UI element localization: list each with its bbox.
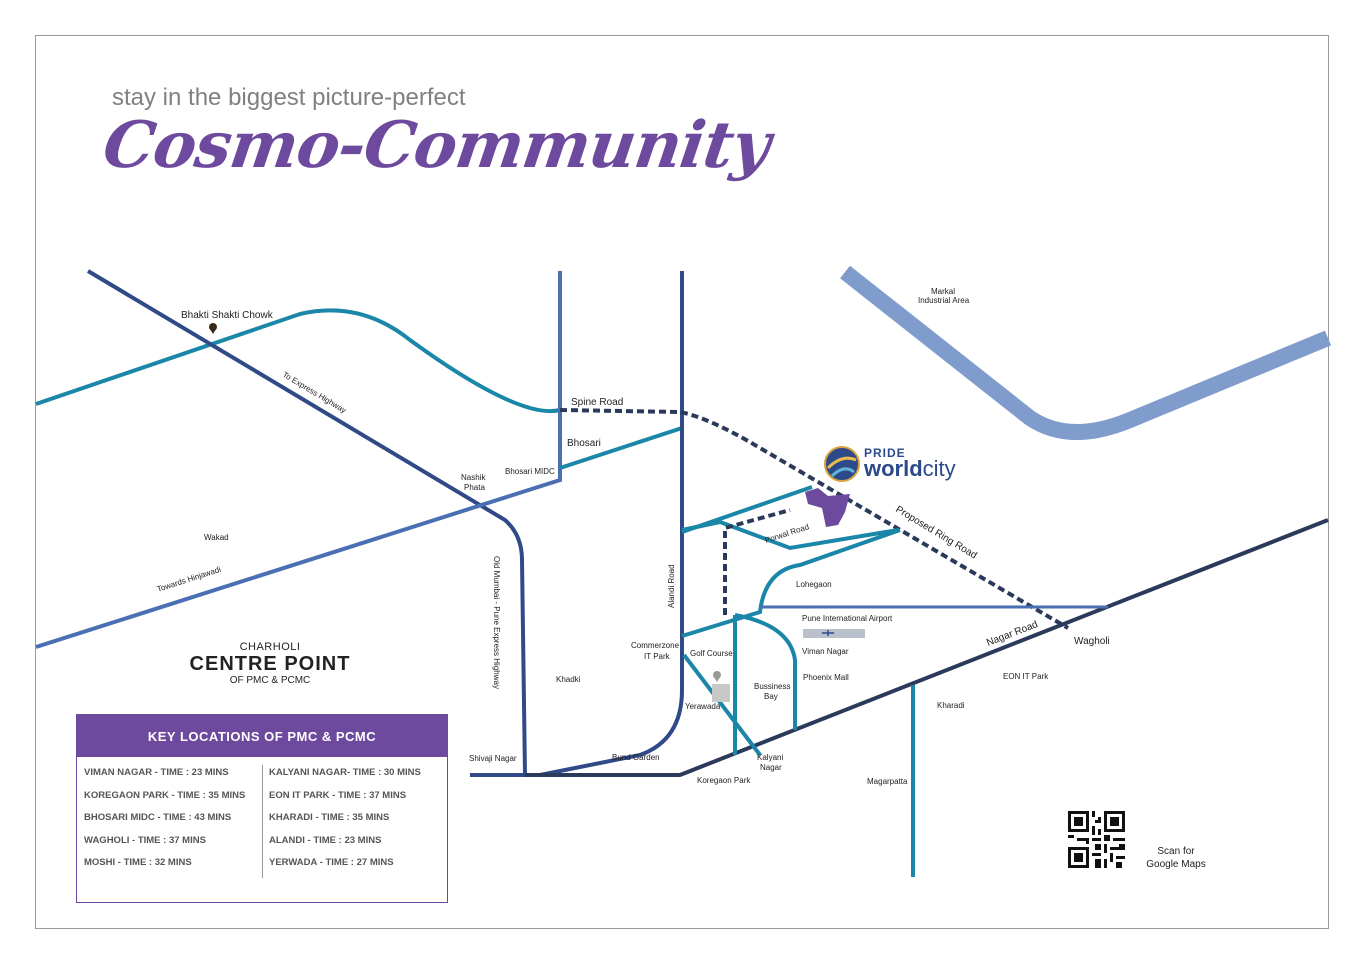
brand-worldcity: worldcity bbox=[864, 456, 956, 482]
road-nagar bbox=[470, 518, 1329, 777]
label-golf-course: Golf Course bbox=[690, 649, 733, 658]
centre-line3: OF PMC & PCMC bbox=[229, 675, 311, 686]
key-locations-columns: VIMAN NAGAR - TIME : 23 MINS KOREGAON PA… bbox=[77, 757, 447, 878]
centre-line2: CENTRE POINT bbox=[189, 653, 351, 675]
airplane-icon bbox=[822, 630, 834, 636]
key-row: MOSHI - TIME : 32 MINS bbox=[84, 857, 192, 868]
label-kharadi: Kharadi bbox=[937, 701, 965, 710]
project-site-marker bbox=[805, 488, 850, 527]
road-yerawada bbox=[682, 653, 762, 757]
label-markal-1: Markal bbox=[931, 287, 955, 296]
brand-city: city bbox=[922, 456, 956, 481]
label-kalyani-nagar-2: Nagar bbox=[760, 763, 782, 772]
label-khadki: Khadki bbox=[556, 675, 581, 684]
globe-logo-icon bbox=[824, 446, 860, 482]
golf-course-building bbox=[712, 684, 730, 702]
key-row: KALYANI NAGAR- TIME : 30 MINS bbox=[269, 767, 421, 778]
key-row: KOREGAON PARK - TIME : 35 MINS bbox=[84, 789, 246, 801]
scan-line2: Google Maps bbox=[1146, 859, 1206, 870]
label-bhosari-midc: Bhosari MIDC bbox=[505, 467, 555, 476]
road-lohegaon bbox=[681, 528, 901, 638]
key-column-left: VIMAN NAGAR - TIME : 23 MINS KOREGAON PA… bbox=[84, 765, 262, 878]
centre-line1: CHARHOLI bbox=[239, 641, 301, 653]
key-column-right: KALYANI NAGAR- TIME : 30 MINS EON IT PAR… bbox=[262, 765, 447, 878]
label-bhakti-shakti-chowk: Bhakti Shakti Chowk bbox=[181, 310, 274, 321]
road-to-express-highway bbox=[86, 269, 527, 776]
key-row: KHARADI - TIME : 35 MINS bbox=[269, 812, 390, 823]
road-bhosari bbox=[559, 426, 683, 470]
label-magarpatta: Magarpatta bbox=[867, 777, 908, 786]
key-row: EON IT PARK - TIME : 37 MINS bbox=[269, 789, 407, 801]
page-frame bbox=[35, 35, 1329, 929]
brand-world: world bbox=[864, 456, 923, 481]
label-pune-airport: Pune International Airport bbox=[802, 614, 893, 623]
label-yerawada: Yerawada bbox=[685, 702, 721, 711]
label-kalyani-nagar-1: Kalyani bbox=[757, 753, 783, 762]
scan-line1: Scan for bbox=[1157, 846, 1195, 857]
road-proposed-ring bbox=[559, 408, 1070, 630]
location-pin-icon bbox=[713, 671, 721, 682]
label-eon-it-park: EON IT Park bbox=[1003, 672, 1049, 681]
label-old-mumbai-pune: Old Mumbai - Pune Express Highway bbox=[492, 556, 501, 689]
brand-pride: PRIDE bbox=[864, 446, 906, 460]
key-row: YERWADA - TIME : 27 MINS bbox=[269, 857, 394, 868]
label-nashik-phata-2: Phata bbox=[464, 483, 485, 492]
label-alandi-road: Alandi Road bbox=[667, 564, 676, 608]
tagline: stay in the biggest picture-perfect bbox=[112, 84, 466, 111]
label-shivaji-nagar: Shivaji Nagar bbox=[469, 754, 517, 763]
label-wagholi: Wagholi bbox=[1074, 636, 1110, 647]
key-locations-box: KEY LOCATIONS OF PMC & PCMC VIMAN NAGAR … bbox=[76, 714, 448, 903]
label-bussiness-bay-1: Bussiness bbox=[754, 682, 790, 691]
label-commerzone-1: Commerzone bbox=[631, 641, 680, 650]
scan-caption: Scan for Google Maps bbox=[1136, 845, 1216, 871]
key-locations-heading: KEY LOCATIONS OF PMC & PCMC bbox=[77, 715, 447, 757]
qr-code-icon[interactable] bbox=[1068, 811, 1125, 868]
road-viman-nagar bbox=[733, 613, 797, 755]
road-markal bbox=[840, 265, 1332, 440]
pride-world-city-logo: PRIDE worldcity bbox=[824, 446, 956, 487]
label-spine-road: Spine Road bbox=[571, 397, 623, 408]
centre-point-caption: CHARHOLI CENTRE POINT OF PMC & PCMC bbox=[170, 641, 370, 686]
label-bussiness-bay-2: Bay bbox=[764, 692, 778, 701]
label-bund-garden: Bund Garden bbox=[612, 753, 660, 762]
label-phoenix-mall: Phoenix Mall bbox=[803, 673, 849, 682]
key-row: WAGHOLI - TIME : 37 MINS bbox=[84, 834, 206, 846]
key-row: ALANDI - TIME : 23 MINS bbox=[269, 834, 382, 846]
label-bhosari: Bhosari bbox=[567, 438, 601, 449]
road-towards-hinjawadi bbox=[35, 271, 562, 649]
road-alandi bbox=[539, 271, 684, 777]
label-nashik-phata-1: Nashik bbox=[461, 473, 486, 482]
label-commerzone-2: IT Park bbox=[644, 652, 671, 661]
road-teal-north bbox=[35, 308, 561, 414]
label-wakad: Wakad bbox=[204, 533, 229, 542]
key-row: VIMAN NAGAR - TIME : 23 MINS bbox=[84, 767, 229, 778]
label-viman-nagar: Viman Nagar bbox=[802, 647, 849, 656]
label-lohegaon: Lohegaon bbox=[796, 580, 832, 589]
road-teal-north-link bbox=[681, 485, 813, 534]
label-koregaon-park: Koregaon Park bbox=[697, 776, 751, 785]
label-markal-2: Industrial Area bbox=[918, 296, 970, 305]
label-porwal-road: Porwal Road bbox=[764, 522, 810, 545]
road-porwal-dashed bbox=[723, 508, 791, 615]
key-row: BHOSARI MIDC - TIME : 43 MINS bbox=[84, 812, 232, 823]
location-pin-icon bbox=[209, 323, 217, 334]
